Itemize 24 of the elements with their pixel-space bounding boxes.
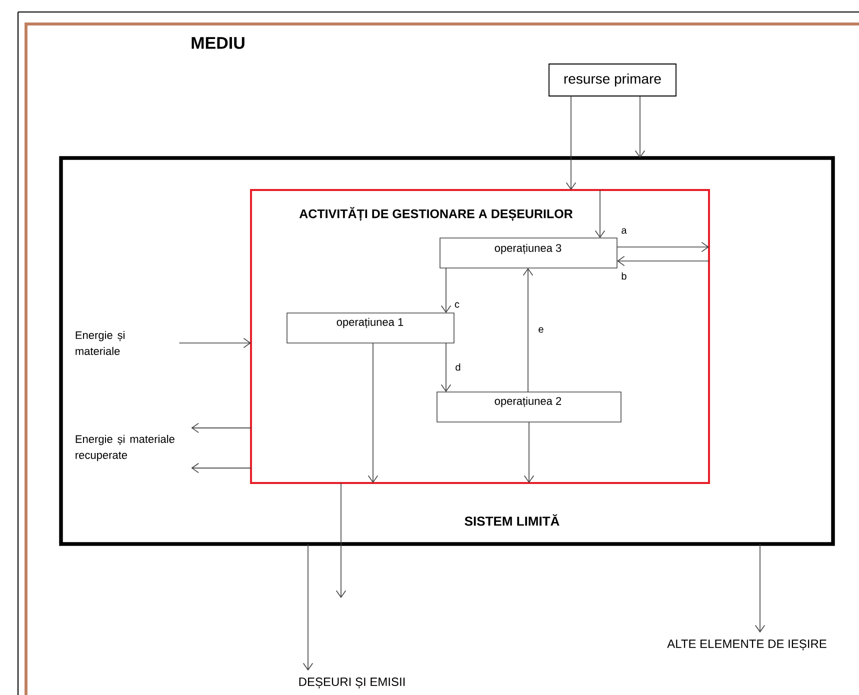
arrow (368, 342, 378, 483)
arrow (566, 96, 576, 190)
arrow (440, 342, 452, 392)
arrow (191, 422, 252, 433)
operation-box: operațiunea 2 (436, 392, 622, 422)
resource-box: resurse primare (548, 64, 676, 96)
input-label: Energie și materiale (76, 330, 124, 356)
output-label: ALTE ELEMENTE DE IEȘIRE (667, 640, 826, 650)
arrow (191, 463, 252, 474)
arrow (302, 544, 314, 671)
arrow (522, 268, 534, 392)
arrow (336, 482, 346, 598)
arrow (616, 242, 709, 252)
operation-box: operațiunea 1 (286, 312, 454, 344)
output-label: DEȘEURI ȘI EMISII (299, 678, 405, 688)
arrow (178, 338, 251, 348)
arrow (440, 268, 452, 313)
arrow (617, 256, 710, 266)
output-label: Energie și materiale recuperate (76, 434, 174, 462)
arrow (634, 96, 646, 158)
arrow (754, 544, 766, 633)
operation-box: operațiunea 3 (440, 238, 618, 268)
arrow (524, 422, 534, 483)
arrow (594, 190, 606, 238)
